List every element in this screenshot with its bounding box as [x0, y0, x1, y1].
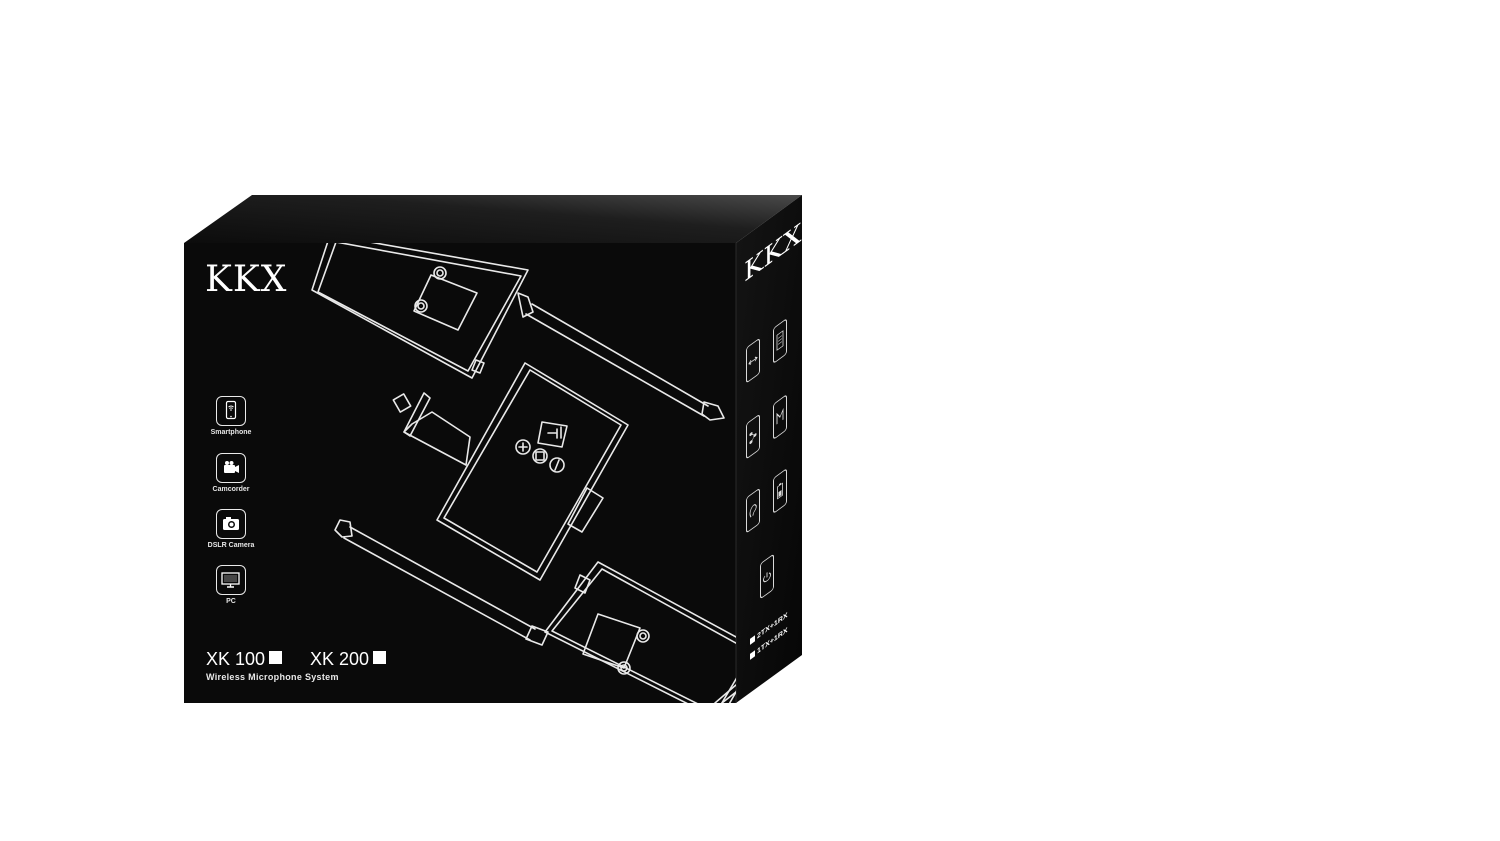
network-icon [746, 413, 760, 460]
device-label: PC [226, 598, 236, 605]
power-icon [760, 553, 774, 600]
feature-ear [741, 484, 765, 544]
model-checkbox [269, 651, 283, 664]
transmitter-top-outline [311, 243, 725, 421]
box-front-face [184, 243, 736, 703]
ear-icon [746, 487, 760, 534]
feature-power [755, 550, 779, 610]
model-xk100: XK 100 [206, 649, 283, 669]
device-line-art [311, 243, 736, 703]
camcorder-icon [216, 453, 246, 483]
document-icon [773, 317, 787, 365]
camera-icon [216, 509, 246, 539]
feature-monitoring [768, 390, 792, 450]
transmitter-bottom-outline [334, 519, 736, 703]
product-subtitle: Wireless Microphone System [206, 672, 339, 682]
feature-battery [768, 464, 792, 524]
side-panel: KKX [736, 195, 802, 703]
feature-network [741, 410, 765, 470]
device-dslr-camera: DSLR Camera [201, 509, 261, 549]
box-top-face [184, 195, 802, 243]
device-label: DSLR Camera [207, 542, 255, 549]
device-smartphone: Smartphone [201, 396, 261, 436]
range-icon [746, 337, 760, 384]
device-pc: PC [201, 565, 261, 605]
device-label: Smartphone [210, 429, 252, 436]
battery-icon [773, 467, 787, 515]
model-xk200: XK 200 [310, 649, 387, 669]
box-side-face [736, 195, 802, 703]
side-brand-logo: KKX [744, 217, 802, 290]
monitor-icon [216, 565, 246, 595]
smartphone-icon [216, 396, 246, 426]
brand-logo: KKX [205, 259, 288, 300]
model-name: XK 200 [310, 649, 370, 669]
model-checkbox [373, 651, 387, 664]
device-camcorder: Camcorder [201, 453, 261, 493]
model-name: XK 100 [206, 649, 266, 669]
device-label: Camcorder [212, 486, 250, 493]
feature-document [768, 314, 792, 374]
feature-range [741, 334, 765, 394]
receiver-outline [392, 362, 629, 581]
monitoring-icon [773, 393, 787, 441]
